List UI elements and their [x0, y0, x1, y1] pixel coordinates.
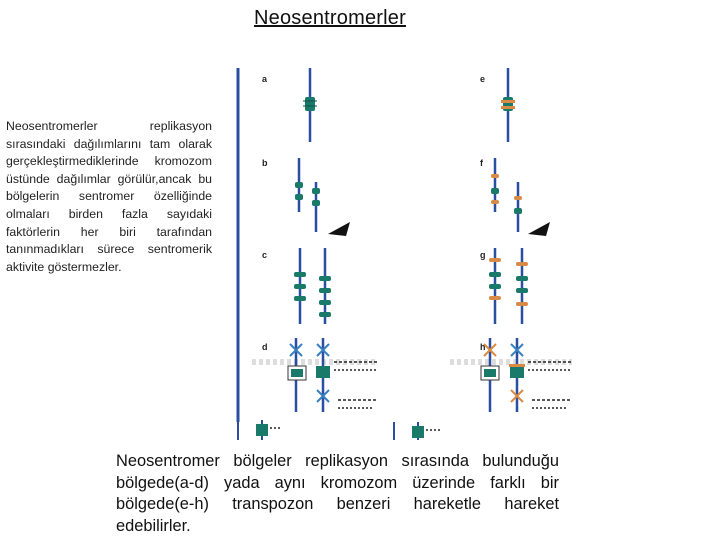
slide-title: Neosentromerler [254, 7, 406, 29]
panel-label-b: b [262, 158, 268, 168]
panel-label-f: f [480, 158, 484, 168]
panel-label-d: d [262, 342, 268, 352]
arrowhead-icon [328, 222, 350, 236]
figure-caption: Neosentromer bölgeler replikasyon sırası… [116, 452, 559, 535]
arrowhead-icon [528, 222, 550, 236]
left-paragraph: Neosentromerler replikasyon sırasındaki … [6, 119, 212, 274]
panel-label-e: e [480, 74, 485, 84]
panel-f [491, 158, 550, 236]
neocentromere-figure: a b c d e f g h [236, 68, 572, 440]
panel-a [303, 68, 317, 142]
neocentromere-block [305, 97, 315, 111]
panel-h [393, 338, 572, 440]
neocentromere-block [312, 200, 320, 206]
panel-label-a: a [262, 74, 268, 84]
panel-label-g: g [480, 250, 486, 260]
neocentromere-block [295, 194, 303, 200]
panel-g [489, 248, 528, 324]
panel-e [501, 68, 515, 142]
panel-c [294, 248, 331, 324]
panel-label-c: c [262, 250, 267, 260]
neocentromere-block [312, 188, 320, 194]
panel-label-h: h [480, 342, 486, 352]
neocentromere-block [295, 182, 303, 188]
panel-b [295, 158, 350, 236]
panel-d [237, 338, 378, 440]
